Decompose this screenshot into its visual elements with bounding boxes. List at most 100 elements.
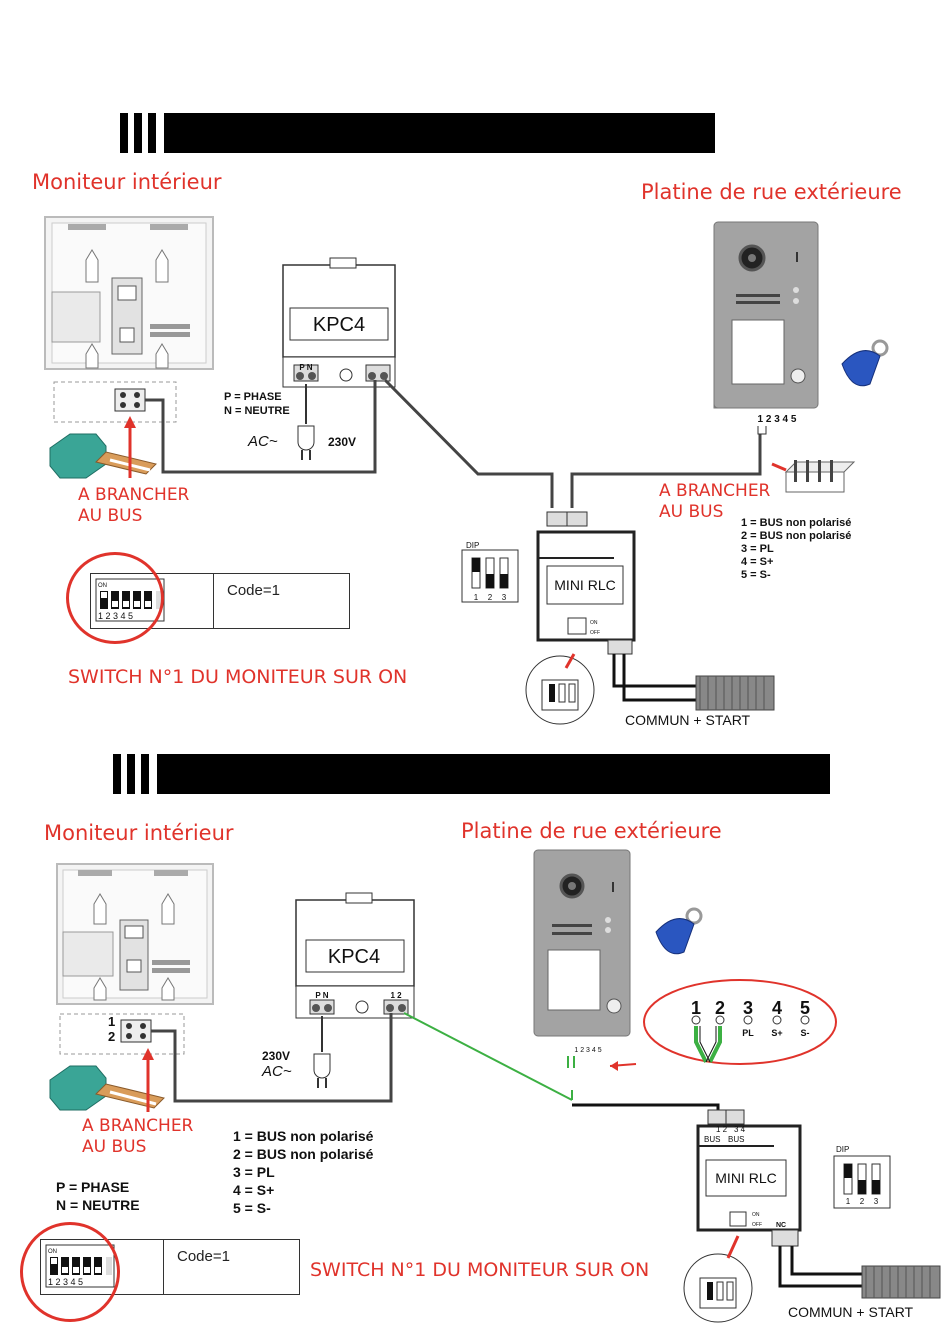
connect-bus-line-2: AU BUS: [78, 506, 143, 526]
pn-terminal-label: P N: [299, 363, 312, 372]
switch-note: SWITCH N°1 DU MONITEUR SUR ON: [68, 666, 408, 688]
bus-terminal-label: 1 2: [390, 991, 402, 1000]
relay-switch-off: OFF: [590, 630, 600, 636]
indoor-monitor: [44, 216, 214, 370]
dip-label: DIP: [836, 1145, 849, 1154]
ac-plug: [313, 1016, 331, 1088]
ac-label: AC~: [247, 433, 278, 450]
section-1-header-bar: [120, 113, 715, 153]
zoom-label-pl: PL: [742, 1028, 754, 1038]
code-label: Code=1: [177, 1248, 230, 1265]
street-panel: [713, 221, 819, 409]
panel-title: Platine de rue extérieure: [641, 180, 902, 204]
legend-item: 5 = S-: [741, 569, 771, 581]
legend-item: 4 = S+: [741, 556, 774, 568]
zoom-label-sminus: S-: [801, 1028, 810, 1038]
dip-switch-block: [833, 1155, 891, 1209]
zoom-num-3: 3: [743, 998, 753, 1018]
relay-bus-2: BUS: [728, 1135, 744, 1144]
neutre-label: N = NEUTRE: [224, 405, 290, 417]
connect-bus-monitor: A BRANCHER AU BUS: [82, 1116, 193, 1158]
legend-item: 4 = S+: [233, 1182, 275, 1198]
legend-item: 1 = BUS non polarisé: [741, 517, 852, 529]
monitor-title: Moniteur intérieur: [32, 170, 222, 194]
legend-item: 3 = PL: [233, 1164, 275, 1180]
switch-highlight-circle: [66, 552, 164, 644]
voltage-label: 230V: [262, 1049, 290, 1063]
dip-zoom-circle: [525, 653, 595, 725]
connect-bus-monitor: A BRANCHER AU BUS: [78, 485, 189, 527]
connect-bus-line-1: A BRANCHER: [82, 1116, 194, 1136]
gate-label: COMMUN + START: [625, 712, 751, 728]
dip-num-1: 1: [474, 593, 479, 602]
panel-connector-zoom: [784, 460, 856, 493]
dip-num-3: 3: [502, 593, 507, 602]
ac-label: AC~: [261, 1063, 292, 1080]
legend-item: 2 = BUS non polarisé: [741, 530, 852, 542]
monitor-title: Moniteur intérieur: [44, 821, 234, 845]
neutre-label: N = NEUTRE: [56, 1197, 140, 1213]
gate-label: COMMUN + START: [788, 1304, 914, 1320]
relay-switch-on: ON: [590, 620, 598, 626]
relay-label: MINI RLC: [554, 577, 615, 593]
relay-bus-1: BUS: [704, 1135, 720, 1144]
connect-bus-line-2: AU BUS: [659, 502, 724, 522]
monitor-terminal-1: 1: [108, 1014, 115, 1029]
dip-label: DIP: [466, 541, 479, 550]
code-label: Code=1: [227, 582, 280, 599]
panel-terminal-zoom: [643, 979, 837, 1065]
dip-num-1: 1: [846, 1197, 851, 1206]
wiring-diagram-2: 1 2 KPC4 P N 1 2 2: [49, 849, 941, 1323]
kpc4-power-supply: [282, 257, 396, 388]
phase-label: P = PHASE: [224, 391, 282, 403]
ac-plug: [297, 384, 315, 460]
zoom-num-1: 1: [691, 998, 701, 1018]
kpc4-power-supply: [295, 892, 415, 1019]
dip-num-3: 3: [874, 1197, 879, 1206]
bus-connector-1: [49, 433, 157, 479]
pn-terminal-label: P N: [315, 991, 328, 1000]
zoom-num-5: 5: [800, 998, 810, 1018]
dip-num-2: 2: [860, 1197, 865, 1206]
monitor-terminal-2: 2: [108, 1029, 115, 1044]
mini-rlc-relay: [696, 1109, 802, 1247]
indoor-monitor: [56, 863, 214, 1005]
street-panel: [533, 849, 631, 1037]
legend-item: 5 = S-: [233, 1200, 271, 1216]
panel-terminals-label: 1 2 3 4 5: [574, 1047, 601, 1054]
connect-bus-line-1: A BRANCHER: [78, 485, 190, 505]
rfid-tag-icon: [841, 339, 889, 387]
terminal-legend: 1 = BUS non polarisé 2 = BUS non polaris…: [233, 1127, 373, 1217]
dip-num-2: 2: [488, 593, 493, 602]
connect-bus-line-2: AU BUS: [82, 1137, 147, 1157]
legend-item: 1 = BUS non polarisé: [233, 1128, 374, 1144]
voltage-label: 230V: [328, 435, 356, 449]
connect-bus-panel: A BRANCHER AU BUS: [659, 481, 770, 523]
gate-icon: [695, 675, 775, 711]
legend-item: 3 = PL: [741, 543, 774, 555]
relay-term-34: 3 4: [734, 1125, 746, 1134]
rfid-tag-icon: [655, 907, 703, 955]
wiring-diagram-1: KPC4 P N AC~ 230V 1 2 3 4 5: [44, 216, 889, 725]
kpc4-label: KPC4: [328, 946, 380, 968]
relay-switch-on: ON: [752, 1212, 760, 1218]
switch-highlight-circle: [20, 1222, 120, 1322]
switch-note: SWITCH N°1 DU MONITEUR SUR ON: [310, 1259, 650, 1281]
relay-term-12: 1 2: [716, 1125, 728, 1134]
mini-rlc-relay: [536, 511, 636, 655]
panel-terminals-label: 1 2 3 4 5: [758, 414, 797, 425]
section-2-header-bar: [113, 754, 830, 794]
connect-bus-line-1: A BRANCHER: [659, 481, 771, 501]
relay-switch-off: OFF: [752, 1222, 762, 1228]
zoom-label-splus: S+: [771, 1028, 782, 1038]
kpc4-label: KPC4: [313, 314, 365, 336]
zoom-num-2: 2: [715, 998, 725, 1018]
relay-nc-label: NC: [776, 1222, 786, 1229]
zoom-num-4: 4: [772, 998, 782, 1018]
dip-zoom-circle: [683, 1235, 753, 1323]
terminal-legend: 1 = BUS non polarisé 2 = BUS non polaris…: [741, 517, 851, 582]
phase-label: P = PHASE: [56, 1179, 130, 1195]
panel-title: Platine de rue extérieure: [461, 819, 722, 843]
gate-icon: [861, 1265, 941, 1299]
dip-switch-block: [461, 549, 519, 603]
